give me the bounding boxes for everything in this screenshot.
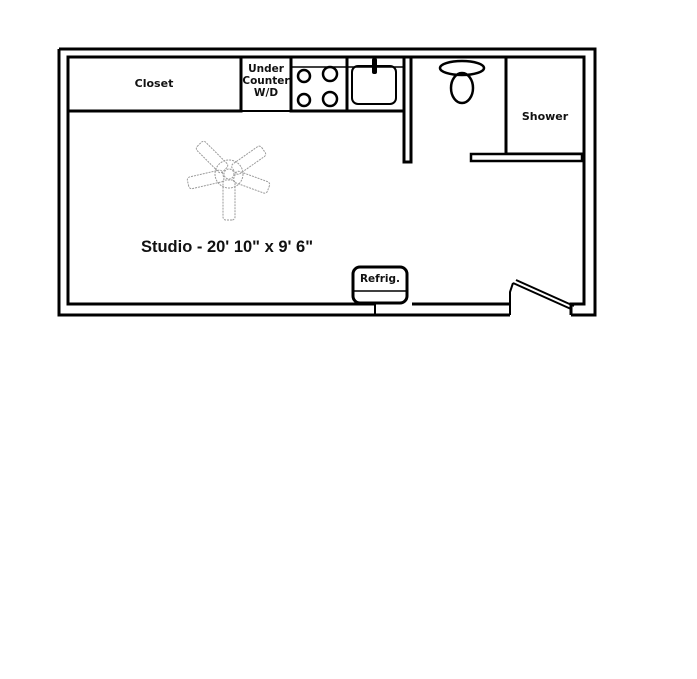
shower-label: Shower <box>521 110 569 123</box>
refrigerator <box>351 265 409 305</box>
burner-icons <box>296 65 339 108</box>
entry-door <box>509 279 575 315</box>
ceiling-fan-icon <box>186 140 271 221</box>
toilet-icon <box>438 59 486 105</box>
faucet-icon <box>372 58 377 74</box>
studio-dimensions-label: Studio - 20' 10" x 9' 6" <box>140 238 314 256</box>
bathroom-partition <box>469 152 584 163</box>
bathroom-wall <box>402 55 413 164</box>
refrigerator-label: Refrig. <box>359 273 401 285</box>
outer-wall <box>57 47 597 317</box>
shower <box>504 55 586 156</box>
washer-dryer-label: Under Counter W/D <box>242 63 290 100</box>
closet-label: Closet <box>134 77 174 90</box>
